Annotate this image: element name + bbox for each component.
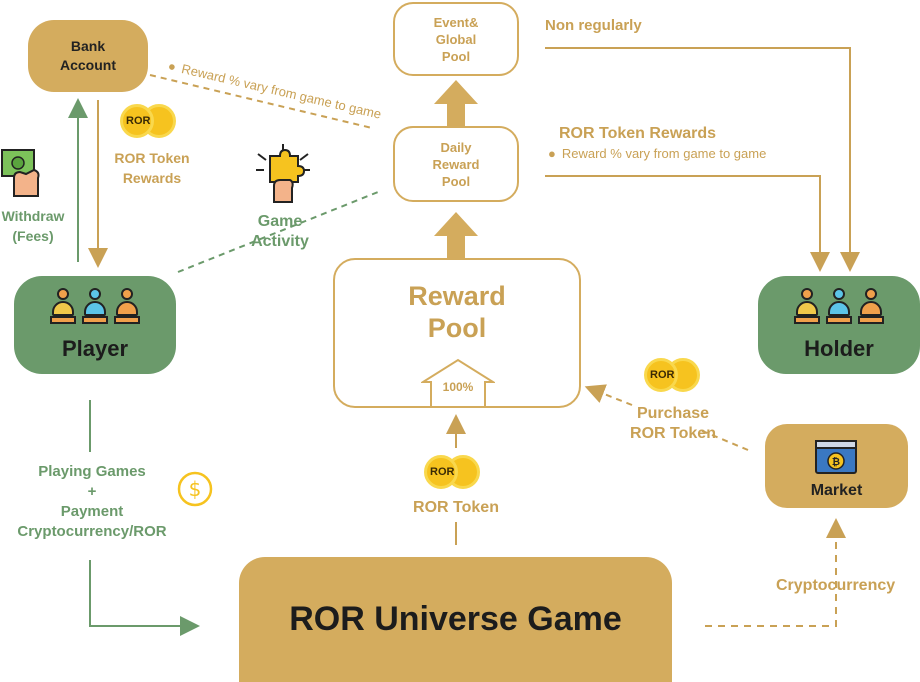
player-person-icon-2 <box>82 288 108 324</box>
ror-token-rewards-right-label: ROR Token Rewards <box>559 125 717 142</box>
line-bank-to-daily <box>149 74 373 129</box>
holder-label: Holder <box>804 336 874 361</box>
reward-pool-inflow-arrow <box>421 358 495 406</box>
game-activity-label: Game Activity <box>251 213 309 250</box>
line-player-to-daily <box>177 191 379 273</box>
bullet-icon: ● <box>548 146 556 161</box>
market-node: ₿ Market <box>765 424 908 508</box>
ror-coins-icon-token: ROR <box>424 455 484 491</box>
holder-person-icon-2 <box>826 288 852 324</box>
puzzle-hand-icon <box>256 144 310 203</box>
line-market-to-pool <box>699 429 749 451</box>
bitcoin-browser-icon: ₿ <box>815 440 857 474</box>
holder-person-icon-1 <box>794 288 820 324</box>
svg-text:₿: ₿ <box>832 456 840 468</box>
player-node: Player <box>14 276 176 374</box>
ror-universe-game-node: ROR Universe Game <box>239 557 672 682</box>
event-global-pool-label: Event& Global Pool <box>433 14 479 64</box>
bank-account-node: Bank Account <box>28 20 148 92</box>
cryptocurrency-label: Cryptocurrency <box>776 577 896 594</box>
line-game-to-market <box>705 518 846 627</box>
svg-text:$: $ <box>189 477 202 501</box>
event-global-pool-node: Event& Global Pool <box>393 2 519 76</box>
line-purchase-to-pool <box>584 384 633 406</box>
non-regularly-label: Non regularly <box>545 17 642 34</box>
ror-coins-icon-purchase: ROR <box>644 358 704 394</box>
player-label: Player <box>61 336 129 361</box>
line-event-to-holder <box>545 47 860 272</box>
player-person-icon-1 <box>50 288 76 324</box>
withdraw-label: Withdraw (Fees) <box>1 208 65 244</box>
bank-account-label: Bank Account <box>60 38 116 73</box>
ror-coins-icon-bank: ROR <box>120 104 180 140</box>
holder-node: Holder <box>758 276 920 374</box>
daily-reward-pool-label: Daily Reward Pool <box>432 139 480 189</box>
reward-pool-title: Reward Pool <box>408 281 506 343</box>
ror-universe-game-label: ROR Universe Game <box>289 600 622 638</box>
player-person-icon-3 <box>114 288 140 324</box>
arrow-reward-to-daily <box>434 212 478 258</box>
arrow-daily-to-event <box>434 80 478 126</box>
market-label: Market <box>810 482 863 499</box>
purchase-ror-token-label: Purchase ROR Token <box>630 405 716 442</box>
ror-token-rewards-left-label: ROR Token Rewards <box>114 150 190 186</box>
ror-token-label: ROR Token <box>413 499 499 516</box>
bullet-icon: ● <box>166 58 178 75</box>
reward-pool-percent: 100% <box>442 380 474 394</box>
dollar-coin-icon: $ <box>177 471 213 507</box>
line-daily-to-holder <box>545 175 830 272</box>
daily-reward-pool-node: Daily Reward Pool <box>393 126 519 202</box>
line-payment-to-game <box>89 560 200 636</box>
reward-pool-node: Reward Pool 100% <box>333 258 581 408</box>
reward-vary-right-note: ●Reward % vary from game to game <box>548 146 767 161</box>
holder-person-icon-3 <box>858 288 884 324</box>
withdraw-cash-hand-icon <box>1 149 40 197</box>
playing-games-payment-label: Playing Games + Payment Cryptocurrency/R… <box>17 463 167 540</box>
